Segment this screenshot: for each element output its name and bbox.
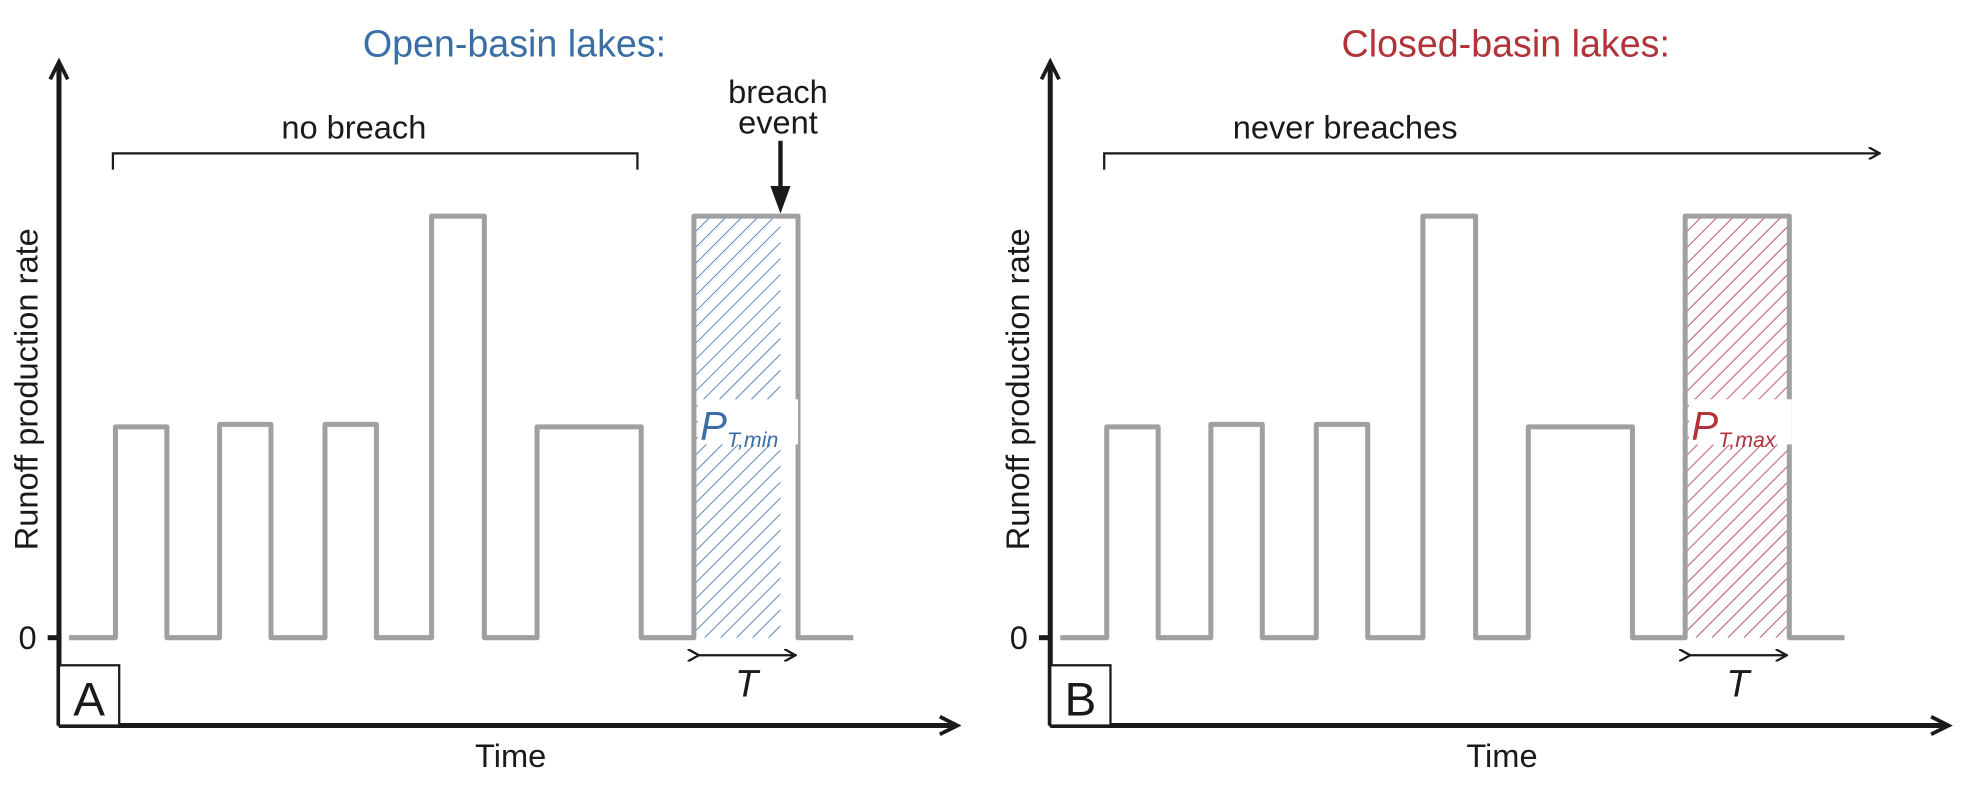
y-axis-label: Runoff production rate (8, 228, 45, 550)
x-axis-label: Time (1466, 737, 1537, 774)
label-backing (697, 399, 799, 445)
zero-label: 0 (19, 619, 37, 656)
panel-b-title: Closed-basin lakes: (1342, 23, 1670, 65)
panel-a-title: Open-basin lakes: (363, 23, 666, 65)
p-t-min-label: PT,min (700, 403, 778, 452)
duration-label: T (1726, 663, 1752, 705)
breach-label: breach (728, 73, 828, 110)
zero-label: 0 (1010, 619, 1028, 656)
event-label: event (738, 103, 818, 140)
never-breaches-label: never breaches (1233, 108, 1458, 145)
runoff-signal (1060, 213, 1845, 641)
panel-b: Closed-basin lakes: 0 Runoff production … (999, 23, 1947, 774)
y-axis-label: Runoff production rate (999, 228, 1036, 550)
p-symbol: P (1691, 403, 1718, 448)
p-subscript: T,min (727, 428, 778, 452)
runoff-signal (69, 213, 854, 641)
breach-arrow-head (770, 185, 791, 214)
p-t-max-label: PT,max (1691, 403, 1776, 452)
panel-letter: A (73, 673, 105, 726)
panel-letter-box (1049, 664, 1112, 727)
x-axis-label: Time (475, 737, 546, 774)
label-backing (1688, 399, 1792, 445)
panel-a: Open-basin lakes: 0 Runoff production ra… (8, 23, 956, 774)
panel-letter: B (1064, 673, 1096, 726)
no-breach-label: no breach (281, 108, 426, 145)
no-breach-bracket (111, 152, 639, 170)
never-breaches-arrow (1103, 153, 1878, 170)
p-symbol: P (700, 403, 727, 448)
panel-letter-box (57, 664, 121, 727)
p-subscript: T,max (1718, 428, 1777, 452)
duration-label: T (735, 663, 761, 705)
